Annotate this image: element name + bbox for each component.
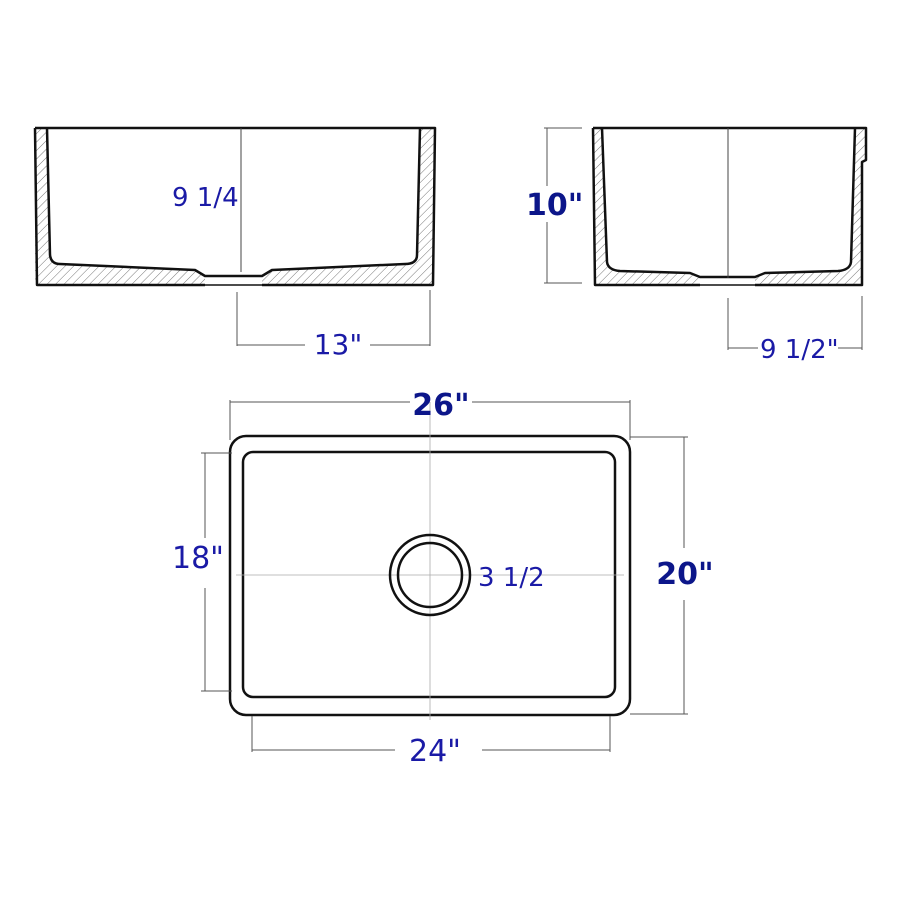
front-inner-outline (45, 127, 422, 278)
side-height-label: 10" (526, 188, 583, 223)
side-height-dimension: 10" (526, 127, 583, 284)
sink-inner-basin (241, 450, 617, 699)
front-half-width-label: 13" (314, 328, 363, 361)
side-half-depth-label: 9 1/2" (760, 335, 839, 365)
inner-width-label: 24" (409, 734, 461, 769)
top-view: 3 1/2 26" 20" 18" 24" (172, 388, 714, 769)
front-half-width-dimension: 13" (236, 290, 431, 361)
side-outer-outline (591, 126, 868, 287)
outer-width-label: 26" (412, 388, 469, 423)
inner-depth-dimension: 18" (172, 452, 232, 692)
outer-depth-label: 20" (656, 557, 713, 592)
side-wall-hatch (593, 128, 866, 285)
side-half-depth-dimension: 9 1/2" (727, 296, 863, 365)
side-section-view: 10" 9 1/2" (526, 126, 868, 365)
drain-size-label: 3 1/2 (478, 563, 545, 593)
front-section-view: 9 1/4 13" (33, 126, 437, 361)
inner-width-dimension: 24" (251, 716, 611, 769)
front-outer-outline (33, 126, 437, 287)
drain-hole (388, 533, 472, 617)
outer-width-dimension: 26" (229, 388, 631, 440)
outer-depth-dimension: 20" (630, 436, 714, 715)
front-depth-label: 9 1/4 (172, 183, 239, 213)
front-wall-hatch (35, 128, 435, 285)
inner-depth-label: 18" (172, 541, 224, 576)
